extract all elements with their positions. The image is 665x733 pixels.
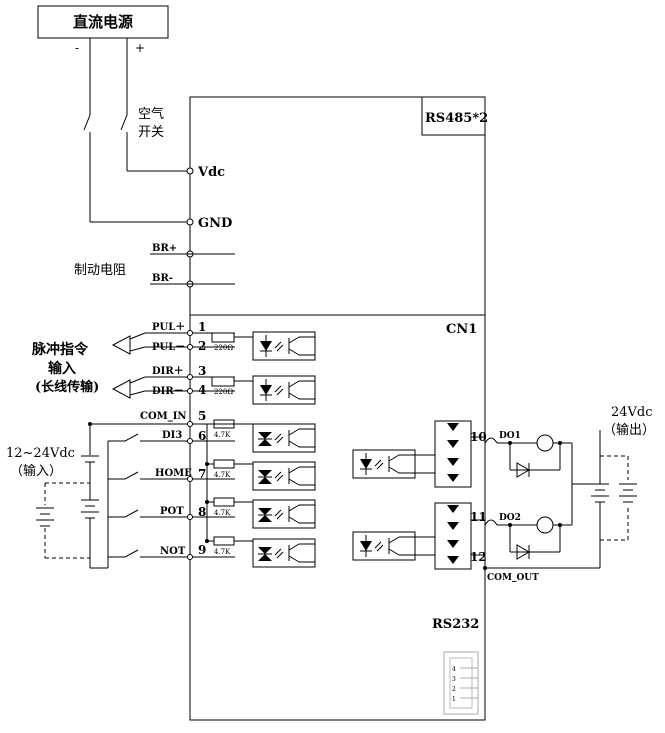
power-supply-box: [37, 5, 169, 39]
right-supply-label-2: （输出）: [603, 422, 655, 438]
dir-minus-label: DIR－: [152, 386, 184, 397]
pin-2: 2: [198, 339, 206, 353]
r220-label-2: 220Ω: [214, 388, 233, 396]
pot-label: POT: [160, 506, 184, 517]
r47k-label-1: 4.7K: [214, 431, 231, 439]
pin-3: 3: [198, 364, 206, 378]
output-transistors: [415, 420, 486, 570]
left-supply-label-2: （输入）: [10, 463, 62, 479]
air-switch-label-2: 开关: [138, 125, 164, 140]
pul-plus-label: PUL＋: [152, 321, 185, 333]
air-switch-label-1: 空气: [138, 106, 164, 122]
dir-plus-label: DIR＋: [152, 365, 184, 377]
drive-outline: [189, 96, 486, 721]
rs232-label: RS232: [432, 617, 479, 632]
pulse-terminals: [187, 330, 193, 394]
com-out-label: COM_OUT: [487, 573, 539, 583]
pin-8: 8: [198, 505, 206, 519]
power-minus-label: -: [75, 41, 79, 55]
output-loads: [484, 430, 637, 569]
pulse-optocoupler-2: [252, 375, 316, 405]
br-minus-label: BR-: [152, 273, 173, 284]
r47k-label-3: 4.7K: [214, 509, 231, 517]
pin-5: 5: [198, 409, 206, 423]
pin-4: 4: [198, 383, 206, 397]
pulse-optocoupler-1: [252, 331, 316, 361]
input-optocoupler-3: [252, 499, 316, 529]
input-optocoupler-1: [252, 423, 316, 453]
rs232-connector: 4 3 2 1: [443, 651, 479, 715]
com-in-label: COM_IN: [140, 411, 187, 422]
not-label: NOT: [160, 546, 186, 557]
pin-9: 9: [198, 543, 206, 557]
pin-1: 1: [198, 320, 206, 334]
power-supply-title: 直流电源: [73, 13, 133, 31]
do1-label: DO1: [499, 431, 521, 441]
output-optocoupler-2: [352, 531, 416, 561]
right-supply-label-1: 24Vdc: [611, 405, 653, 420]
input-junctions: [88, 422, 209, 543]
pin-7: 7: [198, 467, 206, 481]
cn1-label: CN1: [446, 322, 477, 337]
input-terminals: [187, 421, 193, 560]
r47k-label-4: 4.7K: [214, 548, 231, 556]
pin-10: 10: [470, 430, 487, 444]
br-plus-label: BR+: [152, 243, 177, 254]
supply-wiring: [83, 38, 190, 223]
connector-pin-label: 4: [452, 666, 456, 673]
pulse-label-3: (长线传输): [35, 379, 99, 395]
r220-label-1: 220Ω: [214, 344, 233, 352]
connector-pin-label: 3: [452, 676, 456, 683]
connector-pin-label: 2: [452, 686, 456, 693]
r47k-label-2: 4.7K: [214, 471, 231, 479]
input-optocoupler-2: [252, 461, 316, 491]
pulse-opto-links: [234, 333, 316, 401]
do2-label: DO2: [499, 513, 521, 523]
gnd-label: GND: [198, 216, 232, 231]
pulse-label-1: 脉冲指令: [31, 341, 89, 358]
power-plus-label: +: [135, 41, 145, 55]
left-supply-label-1: 12~24Vdc: [6, 446, 75, 461]
pulse-label-2: 输入: [48, 360, 76, 377]
output-junctions: [483, 441, 562, 570]
rs485-label: RS485*2: [425, 111, 488, 126]
di3-label: DI3: [162, 430, 182, 441]
output-optocoupler-1: [352, 449, 416, 479]
pin-11: 11: [470, 510, 487, 524]
brake-resistor-label: 制动电阻: [74, 263, 126, 278]
vdc-label: Vdc: [197, 165, 225, 180]
pul-minus-label: PUL－: [152, 342, 185, 353]
left-supply: [36, 455, 99, 559]
pin-6: 6: [198, 429, 206, 443]
brake-lines: [150, 253, 235, 285]
connector-pin-label: 1: [452, 696, 456, 703]
output-mosfet-symbols: [447, 423, 459, 564]
home-label: HOME: [155, 468, 192, 479]
pin-12: 12: [470, 550, 487, 564]
input-optocoupler-4: [252, 538, 316, 568]
